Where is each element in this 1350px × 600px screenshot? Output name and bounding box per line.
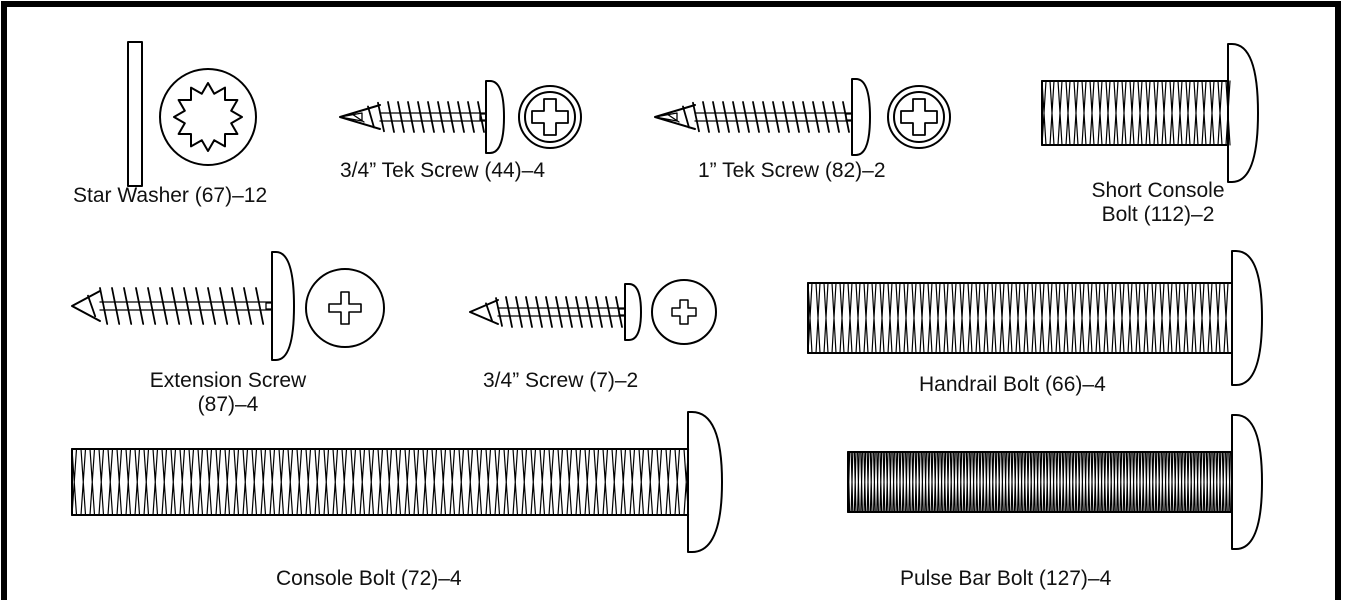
console-bolt-drawing <box>71 411 723 553</box>
phillips-cross-icon <box>900 98 938 136</box>
bolt-head <box>1227 43 1259 183</box>
drill-tip <box>654 112 680 123</box>
tek-screw-1-head-inner <box>893 91 945 143</box>
screw-threads <box>87 287 265 325</box>
phillips-cross-icon <box>531 98 569 136</box>
extension-screw-head <box>305 268 385 348</box>
short-console-bolt-drawing <box>1041 43 1259 183</box>
screw-34-head <box>651 279 717 345</box>
tek-screw-1-label: 1” Tek Screw (82)–2 <box>698 159 886 182</box>
tek-screw-34-head-inner <box>524 91 576 143</box>
star-washer-label: Star Washer (67)–12 <box>73 184 268 207</box>
pulse-bar-bolt-label: Pulse Bar Bolt (127)–4 <box>900 567 1112 590</box>
extension-screw-drawing <box>71 251 385 361</box>
screw-threads <box>485 296 623 328</box>
star-washer-side-view <box>127 41 143 187</box>
thread-pattern <box>71 448 690 516</box>
phillips-cross-icon <box>328 291 362 325</box>
bolt-head <box>687 411 723 553</box>
thread-pattern <box>847 451 1231 513</box>
tek-screw-1-head-outer <box>887 85 951 149</box>
tek-screw-34-label: 3/4” Tek Screw (44)–4 <box>340 159 546 182</box>
screw-point <box>469 299 499 325</box>
handrail-bolt-drawing <box>807 250 1263 386</box>
head-notch <box>618 308 626 316</box>
screw-threads <box>682 101 850 133</box>
short-console-bolt-label-line1: Short Console <box>1091 179 1225 202</box>
star-washer-face-view <box>159 68 257 166</box>
tek-screw-34-drawing <box>339 80 582 154</box>
short-console-bolt-label: Short Console Bolt (112)–2 <box>1068 179 1248 227</box>
head-notch <box>265 302 273 310</box>
tek-screw-34-head-outer <box>518 85 582 149</box>
phillips-cross-icon <box>671 299 697 325</box>
thread-pattern <box>807 282 1229 354</box>
star-washer-drawing <box>127 41 257 187</box>
screw-34-drawing <box>469 279 717 345</box>
pulse-bar-bolt-drawing <box>847 414 1263 550</box>
screw-34-label: 3/4” Screw (7)–2 <box>483 369 639 392</box>
screw-head <box>271 251 295 361</box>
screw-head <box>624 283 642 341</box>
screw-head <box>485 80 505 154</box>
head-notch <box>479 113 487 121</box>
tek-screw-1-drawing <box>654 78 951 156</box>
drill-tip <box>339 112 365 123</box>
extension-screw-label-line1: Extension Screw <box>149 369 307 392</box>
head-notch <box>845 113 853 121</box>
screw-point <box>71 290 101 322</box>
bolt-head <box>1231 250 1263 386</box>
short-console-bolt-label-line2: Bolt (112)–2 <box>1101 203 1215 226</box>
extension-screw-label-line2: (87)–4 <box>197 393 259 416</box>
screw-threads <box>367 101 485 133</box>
star-washer-teeth <box>173 82 243 152</box>
bolt-head <box>1231 414 1263 550</box>
screw-head <box>851 78 871 156</box>
extension-screw-label: Extension Screw (87)–4 <box>113 369 343 417</box>
thread-pattern <box>1041 80 1231 146</box>
console-bolt-label: Console Bolt (72)–4 <box>276 567 462 590</box>
handrail-bolt-label: Handrail Bolt (66)–4 <box>919 373 1106 396</box>
